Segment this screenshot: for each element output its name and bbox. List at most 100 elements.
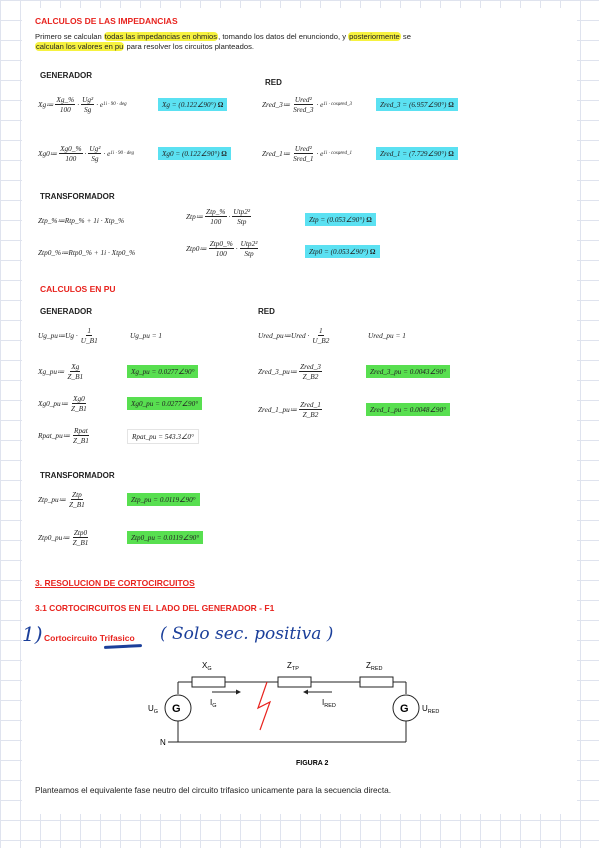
zred1-pu-lhs: Zred_1_pu≔ — [258, 405, 298, 414]
zred1-exponent: 1i · cosφred_1 — [323, 151, 352, 156]
ztp-frac-2-den: Stp — [237, 217, 247, 226]
pu-transformador-heading: TRANSFORMADOR — [40, 471, 115, 480]
ztp0-lhs: Ztp0≔ — [186, 244, 207, 253]
label-ig: IG — [210, 698, 217, 709]
xg0-pu-num: Xg0 — [72, 394, 86, 404]
xg-result-unit: Ω — [217, 101, 224, 109]
xg0-exponent: 1i · 90 · deg — [110, 151, 134, 156]
ured-pu-num: 1 — [318, 326, 324, 336]
xg0-frac-2-num: Ug² — [88, 144, 102, 154]
ztp0-pu-lhs: Ztp0_pu≔ — [38, 533, 70, 542]
ug-pu-den: U_B1 — [80, 336, 98, 345]
ug-pu-lhs: Ug_pu≔Ug · — [38, 331, 78, 340]
ztp-frac-1-den: 100 — [210, 217, 222, 226]
fault-lightning — [256, 681, 272, 731]
zred1-pu-den: Z_B2 — [302, 410, 319, 419]
xg0-frac-1-den: 100 — [65, 154, 77, 163]
closing-paragraph: Planteamos el equivalente fase neutro de… — [35, 785, 392, 795]
zred1-result-value: Zred_1 = (7.729∠90°) — [380, 150, 447, 158]
xg-frac-2-num: Ug² — [81, 95, 95, 105]
ztp-lhs: Ztp≔ — [186, 212, 204, 221]
pu-generador-heading: GENERADOR — [40, 307, 93, 316]
intro-text-4: para resolver los circuitos planteados. — [124, 42, 254, 51]
intro-highlight-3: calculan los valores en pu — [35, 42, 125, 51]
ztp-pu-lhs: Ztp_pu≔ — [38, 495, 66, 504]
zred3-result-unit: Ω — [448, 101, 454, 109]
ztp0-pu-num: Ztp0 — [72, 528, 89, 538]
ztp-frac-2-num: Utp2² — [232, 207, 252, 217]
xg-frac-1-num: Xg_% — [55, 95, 76, 105]
label-ured: URED — [422, 704, 439, 715]
zred1-pu-result: Zred_1_pu = 0.0048∠90° — [366, 403, 450, 416]
ztp0-frac-1-num: Ztp0_% — [208, 239, 234, 249]
xg0-result: Xg0 = (0.122∠90°) Ω — [158, 147, 231, 160]
ztp0-pu-den: Z_B1 — [72, 538, 89, 547]
label-ired: IRED — [322, 698, 336, 709]
label-xg: XG — [202, 661, 212, 672]
label-zred: ZRED — [366, 661, 383, 672]
ured-pu-result: Ured_pu = 1 — [368, 331, 406, 340]
ztp0-result-value: Ztp0 = (0.053∠90°) — [309, 248, 369, 256]
xg-frac-1: Xg_%100 — [55, 95, 76, 114]
handwritten-item-number: 1) — [22, 622, 43, 646]
rpat-pu-den: Z_B1 — [73, 436, 89, 445]
ztp0-result-unit: Ω — [369, 248, 376, 256]
xg-pu-num: Xg — [70, 362, 81, 372]
xg-result-value: Xg = (0.122∠90°) — [162, 101, 216, 109]
zred3-pu-result: Zred_3_pu = 0.0043∠90° — [366, 365, 450, 378]
intro-highlight-1: todas las impedancias en ohmios — [103, 32, 219, 41]
rpat-pu-num: Rpat — [73, 426, 89, 436]
intro-paragraph: Primero se calculan todas las impedancia… — [35, 32, 475, 52]
ztp0-frac-2-den: Stp — [244, 249, 254, 258]
intro-text-3: se — [400, 32, 411, 41]
xg0-pu-result: Xg0_pu = 0.0277∠90° — [127, 397, 203, 410]
impedance-xg — [191, 676, 226, 688]
ured-pu-den: U_B2 — [312, 336, 330, 345]
ug-pu-num: 1 — [86, 326, 93, 336]
xg0-pu-lhs: Xg0_pu≔ — [38, 399, 68, 408]
zred3-lhs: Zred_3≔ — [262, 100, 291, 109]
zred1-pu-num: Zred_1 — [299, 400, 322, 410]
handwritten-note: ( Solo sec. positiva ) — [160, 624, 334, 644]
ztp-pu-den: Z_B1 — [68, 500, 85, 509]
zred1-result: Zred_1 = (7.729∠90°) Ω — [376, 147, 458, 160]
intro-text-1: Primero se calculan — [35, 32, 104, 41]
zred3-result-value: Zred_3 = (6.957∠90°) — [380, 101, 447, 109]
section-title-pu: CALCULOS EN PU — [40, 284, 116, 294]
ztp-result-unit: Ω — [366, 216, 372, 224]
ztp-frac-1: Ztp_%100 — [205, 207, 227, 226]
xg0-lhs: Xg0≔ — [38, 149, 58, 158]
xg0-frac-2-den: Sg — [91, 154, 99, 163]
ztp-frac-1-num: Ztp_% — [205, 207, 227, 217]
xg-pu-den: Z_B1 — [67, 372, 84, 381]
xg0-frac-1: Xg0_%100 — [59, 144, 83, 163]
xg0-pu-den: Z_B1 — [71, 404, 87, 413]
section-title-impedancias: CALCULOS DE LAS IMPEDANCIAS — [35, 16, 178, 26]
ztp-pu-num: Ztp — [71, 490, 83, 500]
impedance-ztp — [277, 676, 312, 688]
ztp-result-value: Ztp = (0.053∠90°) — [309, 216, 365, 224]
ztp0-frac-1: Ztp0_%100 — [208, 239, 234, 258]
label-n: N — [160, 738, 166, 747]
ztp0-pct-formula: Ztp0_%≔Rtp0_% + 1i · Xtp0_% — [38, 248, 136, 257]
page-sheet — [22, 8, 577, 582]
